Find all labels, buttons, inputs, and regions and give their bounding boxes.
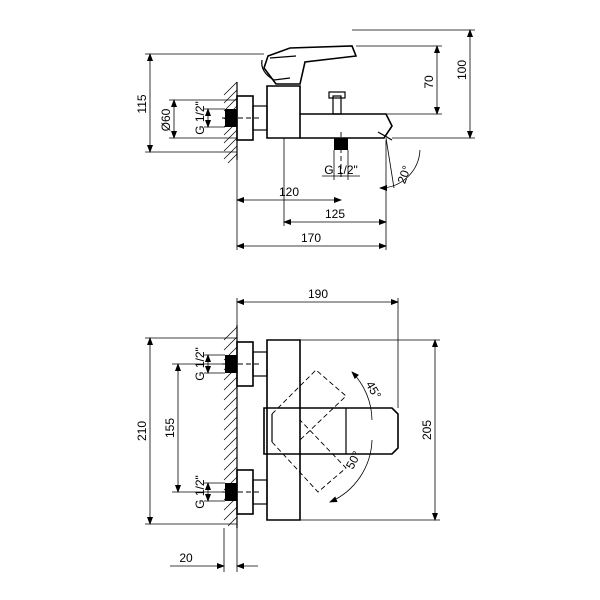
dim-115: 115 bbox=[135, 94, 149, 113]
dim-210: 210 bbox=[135, 421, 149, 441]
dim-205: 205 bbox=[420, 420, 434, 440]
dim-100: 100 bbox=[455, 60, 469, 80]
dim-190: 190 bbox=[308, 287, 328, 301]
dim-125: 125 bbox=[325, 207, 345, 221]
dim-120: 120 bbox=[279, 185, 299, 199]
dim-thread-inlet: G 1/2" bbox=[193, 101, 207, 135]
side-view: 115 Ø60 G 1/2" 100 70 G 1/2" 20° 120 bbox=[135, 29, 475, 250]
dim-70: 70 bbox=[422, 75, 436, 89]
dim-angle-45: 45° bbox=[363, 379, 384, 402]
dim-170: 170 bbox=[301, 231, 321, 245]
dim-thread-lower: G 1/2" bbox=[193, 475, 207, 509]
lever-handle-side bbox=[263, 45, 358, 85]
dim-155: 155 bbox=[163, 418, 177, 438]
dim-angle-20: 20° bbox=[395, 164, 414, 186]
lever-position-up bbox=[271, 369, 347, 441]
diverter-knob bbox=[332, 95, 342, 115]
spout-side bbox=[300, 113, 393, 139]
lever-position-down bbox=[271, 419, 347, 493]
mixer-body-side bbox=[266, 85, 301, 139]
dim-thread-upper: G 1/2" bbox=[193, 347, 207, 381]
lever-handle-front bbox=[263, 407, 399, 455]
dim-20: 20 bbox=[179, 551, 193, 565]
front-view: 45° 50° 190 205 210 155 G 1/2" G 1/2" bbox=[135, 287, 440, 572]
dim-thread-outlet: G 1/2" bbox=[324, 163, 358, 177]
dim-diameter: Ø60 bbox=[159, 108, 173, 131]
